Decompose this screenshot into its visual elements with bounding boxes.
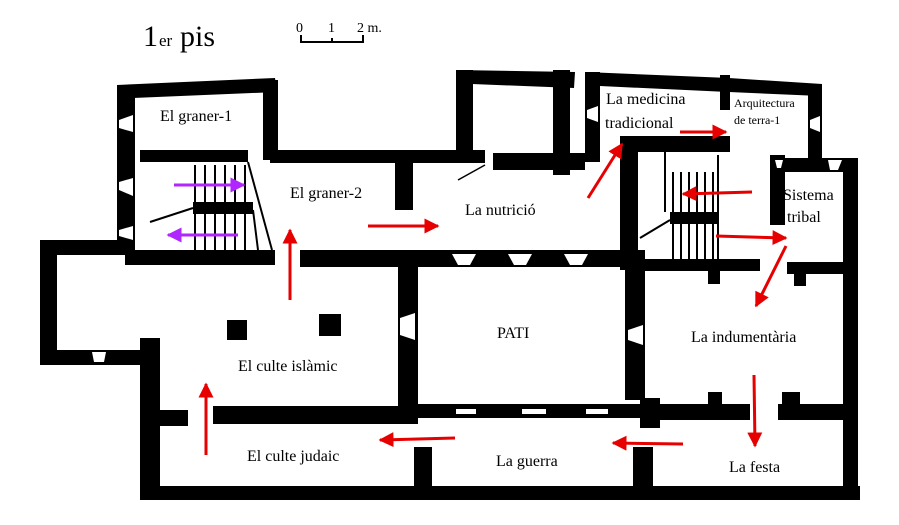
pillars <box>227 314 341 340</box>
floor-title-word: pis <box>180 20 215 53</box>
scale-tick-0: 0 <box>296 21 303 36</box>
label-pati: PATI <box>497 325 529 342</box>
label-nutricio: La nutrició <box>465 202 536 219</box>
label-festa: La festa <box>729 459 780 476</box>
label-indumentaria: La indumentària <box>691 329 796 346</box>
label-medicina-1: La medicina <box>606 91 686 108</box>
walls <box>40 70 860 500</box>
stairs-right <box>457 152 719 262</box>
label-sistema-2: tribal <box>787 209 821 226</box>
arrow-to-indumentaria <box>754 245 788 308</box>
label-graner1: El graner-1 <box>160 108 232 125</box>
label-culte-islamic: El culte islàmic <box>238 358 338 375</box>
label-culte-judaic: El culte judaic <box>247 448 339 465</box>
floor-title-superscript: er <box>159 31 173 50</box>
arrow-right-sistema <box>715 230 788 246</box>
room-labels: El graner-1 El graner-2 La nutrició La m… <box>160 91 834 476</box>
label-arquitectura-1: Arquitectura <box>734 96 795 110</box>
floor-title: 1 er pis <box>143 20 215 53</box>
arrow-left-judaic <box>378 432 456 448</box>
floor-title-number: 1 <box>143 20 158 53</box>
label-arquitectura-2: de terra-1 <box>734 113 780 127</box>
arrow-down-festa <box>747 374 763 448</box>
stair-arrows <box>166 177 246 243</box>
scale-tick-1: 1 <box>328 21 335 36</box>
arrow-left-stairs <box>681 186 753 202</box>
label-sistema-1: Sistema <box>783 187 834 204</box>
label-graner2: El graner-2 <box>290 185 362 202</box>
label-medicina-2: tradicional <box>605 115 674 132</box>
route-arrows <box>198 124 788 455</box>
pillar-2 <box>319 314 341 336</box>
pillar-1 <box>227 320 247 340</box>
windows <box>92 106 842 414</box>
label-guerra: La guerra <box>496 453 558 470</box>
arrow-left-guerra <box>611 435 684 451</box>
scale-bar: 0 1 2 m. <box>296 21 382 43</box>
scale-tick-2: 2 m. <box>357 21 382 36</box>
arrow-to-medicina <box>586 142 624 199</box>
